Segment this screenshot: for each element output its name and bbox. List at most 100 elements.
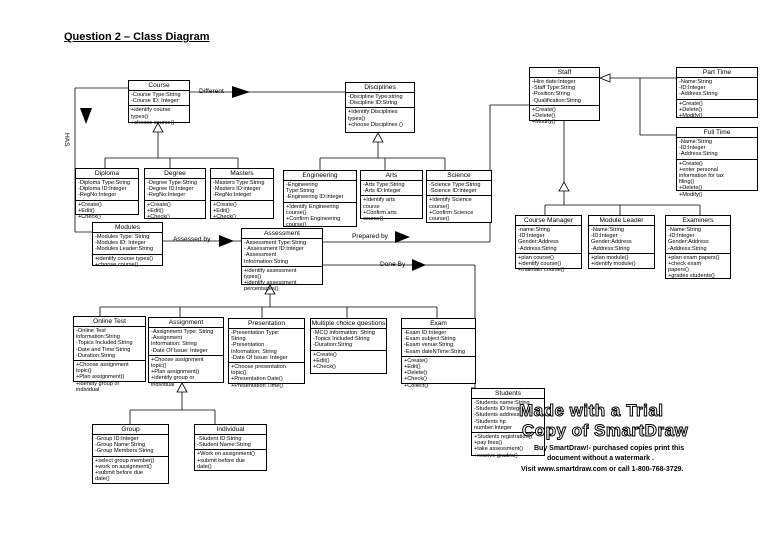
operation-line: +plan module() — [591, 254, 629, 261]
attribute-line: -Modules Type: String — [95, 234, 150, 240]
class-students: Students-Students name:String-Students I… — [471, 388, 545, 459]
operation-line: +Collect() — [404, 382, 429, 389]
operation-line: +choose Disciplines () — [348, 121, 403, 128]
attribute-line: -ID:Integer — [518, 233, 545, 240]
operation-line: +Create() — [679, 100, 703, 107]
watermark-line2: Copy of SmartDraw — [521, 421, 689, 441]
label-different: Different — [199, 88, 224, 95]
operation-line: +Edit() — [213, 207, 230, 214]
operation-line: +plan exam papers() — [668, 254, 720, 261]
operation-line: +Modify() — [532, 119, 556, 126]
operation-line: +Check() — [147, 214, 170, 221]
class-operations: +Create()+Edit()+Delete()+Check()+Collec… — [402, 357, 475, 390]
attribute-line: -Course ID: Integer — [131, 98, 179, 105]
operation-line: +Students registration() — [474, 434, 533, 441]
attribute-line: Information: String — [151, 341, 197, 348]
attribute-line: -Course Type:String — [131, 92, 181, 98]
class-masters: Masters-Masters Type:String-Masters ID:i… — [210, 168, 274, 222]
operation-line: +Create() — [147, 201, 171, 208]
class-operations: +plan course()+identify course()+maintai… — [516, 254, 581, 275]
attribute-line: -Diploma Type:String — [78, 180, 131, 186]
operation-line: +work on assignment() — [95, 463, 152, 470]
class-group: Group-Group ID:Integer-Group Name:String… — [92, 424, 169, 484]
class-name: Group — [93, 425, 168, 435]
operation-line: +Presentation Time() — [231, 382, 284, 389]
class-name: Masters — [211, 169, 273, 179]
disciplines-generalization-arrow — [372, 132, 384, 143]
class-name: Course — [129, 81, 189, 91]
operation-line: course() — [286, 222, 307, 229]
class-name: Part Time — [677, 68, 757, 78]
operation-line: topic() — [151, 363, 167, 370]
operation-line: +Edit() — [313, 357, 330, 364]
attribute-line: -Exam subject:String — [404, 336, 456, 343]
attribute-line: -Topics Included:String — [313, 336, 370, 343]
attribute-line: -ID:Integer — [679, 85, 706, 92]
operation-line: +Confirm Engineering — [286, 216, 341, 223]
operation-line: +submit before due — [197, 457, 246, 464]
class-name: Degree — [145, 169, 205, 179]
attribute-line: -Date Of Issue: Integer — [231, 354, 288, 361]
attribute-line: -Date and Time:String — [76, 346, 131, 353]
class-operations: +Create()+Edit()+Check() — [76, 201, 138, 222]
operation-line: filing() — [679, 179, 695, 186]
operation-line: +Presentation Date() — [231, 376, 283, 383]
class-name: Disciplines — [346, 83, 414, 93]
attribute-line: -Name:String — [679, 139, 712, 145]
attribute-line: -Name:String — [679, 79, 712, 85]
operation-line: +Identify Science — [429, 197, 472, 204]
class-name: Presentation — [229, 319, 304, 329]
operation-line: +select group member() — [95, 457, 155, 464]
attribute-line: -Name:String — [668, 227, 701, 233]
operation-line: +Work on assignment() — [197, 451, 255, 458]
operation-line: +Create() — [213, 201, 237, 208]
attribute-line: Gender:Address — [668, 239, 709, 246]
attribute-line: number:Integer — [474, 424, 512, 431]
class-operations: +Create()+Edit()+Check() — [211, 201, 273, 222]
operation-line: +Create() — [78, 201, 102, 208]
class-operations: +identify course types()+choose course() — [93, 255, 162, 269]
operation-line: +Choose presentation — [231, 364, 286, 371]
attribute-line: -Qualification:String — [532, 97, 581, 104]
operation-line: +enter personal — [679, 166, 719, 173]
operation-line: +identify course types() — [95, 255, 153, 262]
operation-line: +receive grades() — [474, 452, 518, 459]
operation-line: +Identify Engineering — [286, 203, 339, 210]
operation-line: +check exam — [668, 261, 702, 268]
operation-line: +Plan assignment() — [151, 369, 200, 376]
operation-line: course() — [363, 216, 384, 223]
attribute-line: -Student Name:String — [197, 442, 251, 449]
attribute-line: -RegNo:Integer — [147, 192, 186, 199]
attribute-line: -Assessment — [244, 252, 277, 259]
operation-line: types() — [348, 115, 366, 122]
attribute-line: -Engineering — [286, 182, 318, 188]
operation-line: +identify assessment — [244, 280, 297, 287]
assessed-by-direction-arrow — [219, 235, 234, 247]
operation-line: +Confirm Science — [429, 209, 474, 216]
different-direction-arrow — [232, 86, 250, 98]
attribute-line: -Assignment Type: String — [151, 329, 214, 335]
class-name: Students — [472, 389, 544, 399]
attribute-line: -Group Members:String — [95, 448, 154, 455]
class-name: Exam — [402, 319, 475, 329]
class-assignment: Assignment-Assignment Type: String-Assig… — [148, 317, 224, 388]
class-operations: +Create()+Edit()+Check() — [145, 201, 205, 222]
attribute-line: Gender:Address — [518, 239, 559, 246]
attribute-line: -Discipline Type:string — [348, 94, 403, 100]
class-attributes: -Discipline Type:string-Discipline ID:St… — [346, 93, 414, 109]
class-attributes: -Students name:String-Students ID:Intege… — [472, 399, 544, 434]
attribute-line: -ID:Integer — [668, 233, 695, 240]
attribute-line: -Topics Included:String — [76, 340, 133, 347]
class-arts: Arts-Arts Type:String-Arts ID:Integer+Id… — [360, 170, 423, 223]
class-part-time: Part Time-Name:String-ID:Integer-Address… — [676, 67, 758, 119]
attribute-line: -Science ID:integer — [429, 188, 477, 195]
operation-line: date() — [197, 463, 212, 470]
attribute-line: -MCQ information: String — [313, 330, 375, 336]
attribute-line: -Discipline ID:String — [348, 100, 398, 107]
